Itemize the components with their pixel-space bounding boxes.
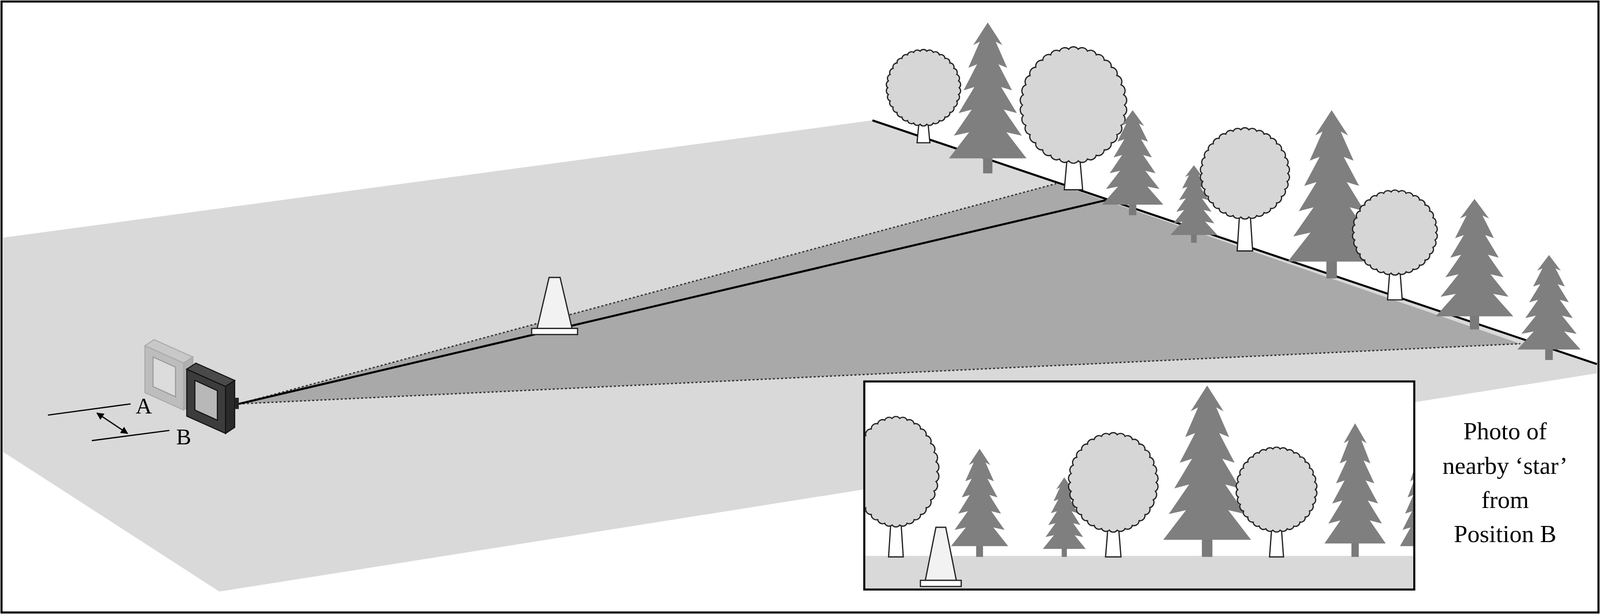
position-label: A xyxy=(135,394,152,418)
deciduous-crown xyxy=(1020,47,1127,164)
conifer-tree xyxy=(951,449,1009,547)
traffic-cone xyxy=(537,277,573,329)
position-line xyxy=(91,430,170,441)
deciduous-crown xyxy=(1200,127,1290,220)
conifer-tree xyxy=(1435,198,1514,317)
camera-window xyxy=(195,380,218,421)
conifer-tree xyxy=(1324,423,1386,544)
deciduous-crown xyxy=(1236,447,1317,533)
conifer-tree xyxy=(948,22,1027,159)
photo-frame xyxy=(864,381,1415,590)
camera-position-a xyxy=(144,339,193,411)
camera-lens xyxy=(234,397,239,409)
displacement-arrow xyxy=(96,413,128,434)
camera-window xyxy=(153,356,176,397)
position-label: B xyxy=(176,425,192,449)
deciduous-crown xyxy=(865,416,940,528)
conifer-tree xyxy=(1102,110,1164,205)
conifer-trunk xyxy=(1351,541,1359,558)
conifer-tree xyxy=(1163,385,1251,540)
deciduous-crown xyxy=(1068,432,1158,533)
camera-position-b xyxy=(186,363,239,434)
tree-row xyxy=(886,22,1581,361)
conifer-tree xyxy=(1517,254,1581,350)
position-line xyxy=(47,403,131,415)
photo-border xyxy=(864,381,1415,590)
camera-side xyxy=(225,380,235,434)
conifer-trunk xyxy=(1469,314,1480,330)
cone-base xyxy=(531,328,578,335)
photo-caption: Photo of nearby ‘star’ from Position B xyxy=(1441,414,1569,552)
deciduous-crown xyxy=(1352,189,1438,276)
conifer-trunk xyxy=(1202,537,1213,558)
cone-base xyxy=(920,580,962,587)
conifer-trunk xyxy=(1326,259,1338,279)
traffic-cone xyxy=(925,527,957,581)
photo-content xyxy=(865,385,1414,589)
conifer-tree xyxy=(1399,449,1414,547)
conifer-trunk xyxy=(983,156,993,174)
ground-plane xyxy=(3,120,1598,592)
camera-front xyxy=(186,369,226,434)
deciduous-crown xyxy=(886,49,961,126)
sight-line xyxy=(238,200,1108,405)
